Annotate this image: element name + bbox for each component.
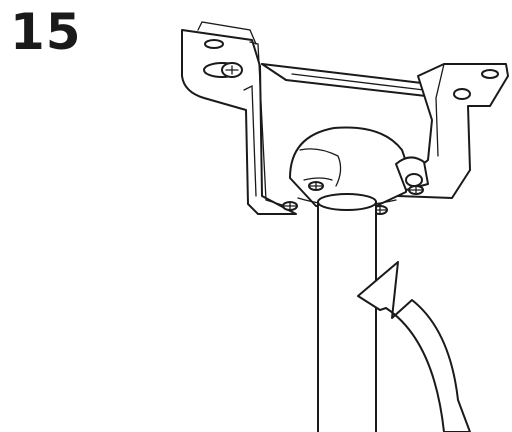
mounting-slot-icon — [481, 69, 499, 79]
bracket-rear-bar — [261, 63, 431, 97]
screw-icon — [308, 181, 324, 191]
mounting-slot-icon — [204, 39, 224, 49]
left-ceiling-plate — [181, 21, 297, 215]
mounting-slot-icon — [453, 88, 471, 100]
screw-icon — [282, 201, 298, 211]
extension-pole — [317, 193, 377, 432]
step-number: 15 — [10, 3, 82, 61]
right-ceiling-plate — [397, 63, 509, 199]
rotate-arrow-icon — [357, 261, 471, 432]
screw-icon — [408, 185, 424, 195]
